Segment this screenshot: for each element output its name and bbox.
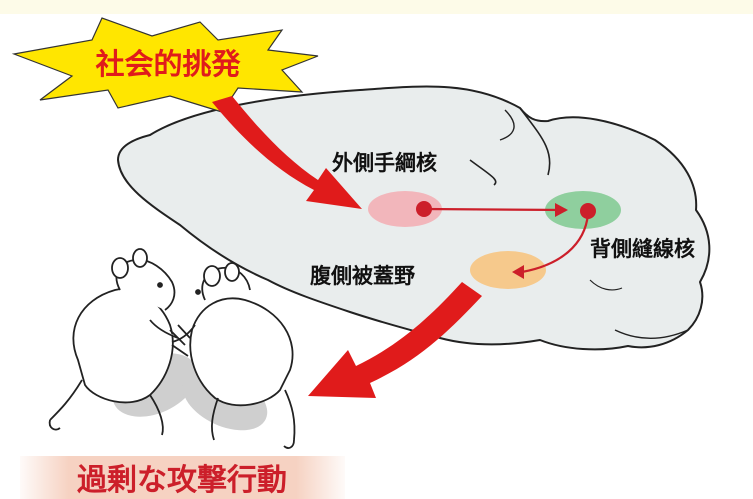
raphe-neuron-dot <box>580 203 596 219</box>
brain-contour <box>519 107 551 176</box>
outcome-label: 過剰な攻撃行動 <box>77 463 287 498</box>
fighting-mice-illustration <box>48 248 296 449</box>
brain-contour <box>499 109 515 141</box>
provocation-starburst <box>11 17 319 113</box>
lateral-habenula-region <box>368 191 442 227</box>
brain-contour <box>469 159 497 186</box>
vta-region <box>470 251 546 289</box>
top-band <box>0 0 753 14</box>
habenula-raphe-pathway <box>423 207 567 212</box>
lateral-habenula-label: 外側手綱核 <box>332 151 437 175</box>
provocation-label: 社会的挑発 <box>95 47 241 81</box>
raphe-vta-pathway <box>521 213 590 274</box>
dorsal-raphe-label: 背側縫線核 <box>590 237 695 261</box>
brain-contour <box>589 279 623 291</box>
stimulus-arrow <box>212 96 362 209</box>
outcome-band <box>20 456 345 499</box>
habenula-neuron-dot <box>416 201 432 217</box>
vta-synapse-arrowhead <box>512 265 524 279</box>
vta-label: 腹側被蓋野 <box>310 264 415 288</box>
aggression-output-arrow <box>308 282 482 398</box>
raphe-synapse-arrowhead <box>555 203 568 217</box>
brain-contour <box>614 329 689 339</box>
